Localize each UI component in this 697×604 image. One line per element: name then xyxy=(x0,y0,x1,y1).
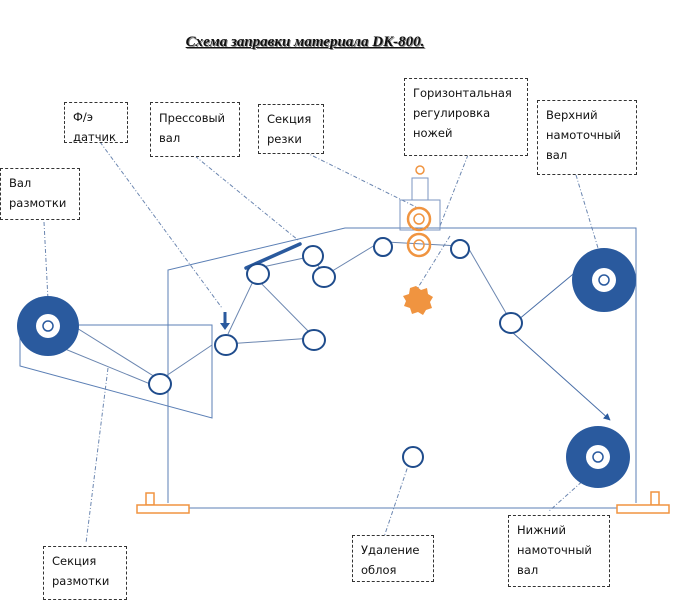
feed-path-to-lower-winder xyxy=(511,331,611,421)
guide-rollers xyxy=(148,237,523,468)
roller xyxy=(402,446,424,468)
label-line: вал xyxy=(546,148,568,162)
label-flash-removal: Удаление облоя xyxy=(352,535,434,582)
label-line: размотки xyxy=(9,196,67,210)
label-line: Удаление xyxy=(361,543,420,557)
label-upper-winder: Верхний намоточный вал xyxy=(537,100,637,175)
label-line: намоточный xyxy=(546,128,621,142)
photo-sensor-arrow-icon xyxy=(220,312,230,330)
label-line: размотки xyxy=(52,574,110,588)
leader-lines xyxy=(43,141,605,544)
label-knife-adjustment: Горизонтальная регулировка ножей xyxy=(404,78,528,156)
material-path xyxy=(47,241,511,389)
roller xyxy=(302,245,324,267)
roller xyxy=(214,334,238,356)
label-line: Нижний xyxy=(517,523,566,537)
label-line: датчик xyxy=(73,130,116,144)
machine-foot-right xyxy=(616,491,670,514)
label-line: Горизонтальная xyxy=(413,86,512,100)
label-line: вал xyxy=(159,131,181,145)
cutting-unit xyxy=(399,165,441,258)
machine-frame xyxy=(150,227,640,509)
label-line: намоточный xyxy=(517,543,592,557)
roller xyxy=(312,266,336,288)
unwind-roll xyxy=(17,296,79,356)
label-line: Секция xyxy=(267,112,312,126)
label-photo-sensor: Ф/э датчик xyxy=(64,102,128,144)
roller xyxy=(148,373,172,395)
label-line: регулировка xyxy=(413,106,491,120)
label-line: резки xyxy=(267,132,302,146)
label-line: ножей xyxy=(413,126,453,140)
label-unwind-roller: Вал размотки xyxy=(0,168,80,220)
roller xyxy=(499,312,523,334)
label-line: Вал xyxy=(9,176,32,190)
diagram-title: Схема заправки материала DK-800. xyxy=(185,34,425,50)
label-lower-winder: Нижний намоточный вал xyxy=(508,515,610,587)
lower-winder-roll xyxy=(566,426,630,488)
roller xyxy=(450,239,470,259)
label-line: вал xyxy=(517,563,539,577)
label-press-roller: Прессовый вал xyxy=(150,102,240,157)
label-line: облоя xyxy=(361,563,397,577)
machine-foot-left xyxy=(136,492,190,514)
label-line: Ф/э xyxy=(73,110,94,124)
roller xyxy=(246,263,270,285)
label-line: Прессовый xyxy=(159,111,226,125)
upper-winder-roll xyxy=(572,248,636,312)
label-cutting-section: Секция резки xyxy=(258,104,324,154)
label-line: Секция xyxy=(52,554,97,568)
knife-gear-icon xyxy=(403,286,433,315)
label-unwind-section: Секция размотки xyxy=(43,546,127,600)
roller xyxy=(302,329,326,351)
label-line: Верхний xyxy=(546,108,598,122)
roller xyxy=(373,237,393,257)
